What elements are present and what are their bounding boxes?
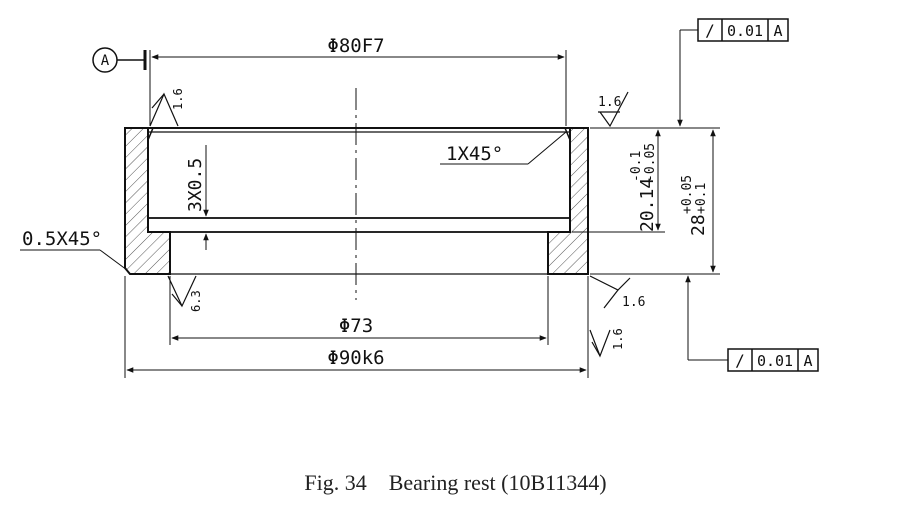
surface-finish-left-top-label: 1.6 <box>171 88 185 110</box>
outer-chamfer-leader <box>20 249 128 271</box>
surface-finish-right-lower-label: 1.6 <box>611 328 625 350</box>
step-diameter-dimension <box>169 276 549 345</box>
groove <box>147 217 571 233</box>
tolerance-top-value: 0.01 <box>727 22 763 40</box>
surface-finish-top-right <box>598 91 629 128</box>
inner-chamfer-label: 1X45° <box>446 143 503 165</box>
left-wall-section <box>124 127 171 275</box>
outer-diameter-label: Φ90k6 <box>327 347 384 369</box>
datum-label: A <box>101 53 110 69</box>
tolerance-top-datum: A <box>773 22 782 40</box>
inner-chamfer-leader <box>440 131 567 165</box>
surface-finish-right-middle <box>589 275 631 309</box>
tolerance-top-symbol: / <box>705 21 715 40</box>
groove-label: 3X0.5 <box>185 158 206 212</box>
surface-finish-bore-bottom-label: 6.3 <box>189 290 203 312</box>
tolerance-frame-top: / 0.01 A <box>677 18 789 127</box>
height-inner-label: 20.14 <box>637 178 658 232</box>
outer-chamfer-label: 0.5X45° <box>22 228 102 250</box>
bore-diameter-label: Φ80F7 <box>327 35 384 57</box>
step-diameter-label: Φ73 <box>339 315 373 337</box>
height-total-group: 28 +0.05 +0.1 <box>680 175 709 236</box>
tolerance-frame-bottom: / 0.01 A <box>685 275 819 372</box>
surface-finish-left-top <box>149 92 179 127</box>
height-inner-group: 20.14 -0.1 -0.05 <box>629 143 658 232</box>
surface-finish-right-middle-label: 1.6 <box>622 295 645 310</box>
height-total-tol-upper: +0.05 <box>680 175 695 214</box>
outer-diameter-dimension <box>124 276 589 378</box>
surface-finish-bore-bottom <box>167 275 197 308</box>
bore-diameter-dimension <box>149 50 567 126</box>
height-dimensions <box>572 127 720 275</box>
surface-finish-right-lower <box>589 329 611 358</box>
tolerance-bottom-value: 0.01 <box>757 352 793 370</box>
right-wall-section <box>547 127 589 275</box>
tolerance-bottom-datum: A <box>803 352 812 370</box>
height-total-label: 28 <box>688 214 709 236</box>
height-inner-tol-lower: -0.05 <box>643 143 658 182</box>
datum-a-marker: A <box>92 47 147 73</box>
height-total-tol-lower: +0.1 <box>694 183 709 214</box>
surface-finish-top-right-label: 1.6 <box>598 95 621 110</box>
height-inner-tol-upper: -0.1 <box>629 151 644 182</box>
part-body <box>124 127 589 275</box>
figure-caption: Fig. 34 Bearing rest (10B11344) <box>304 470 607 495</box>
tolerance-bottom-symbol: / <box>735 351 745 370</box>
